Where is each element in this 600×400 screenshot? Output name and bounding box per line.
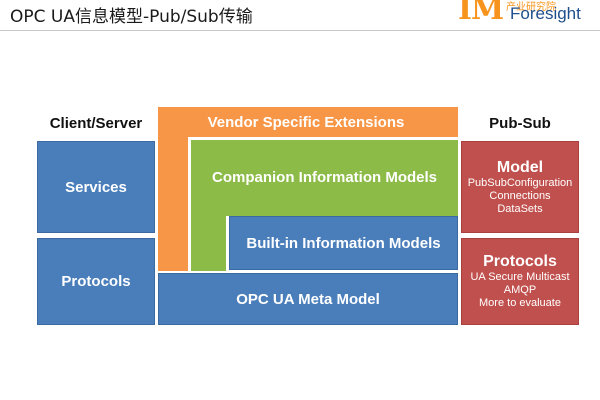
logo-chinese-text: 产业研究院	[506, 2, 556, 13]
vendor-extensions-leg	[158, 137, 188, 271]
vendor-extensions-label: Vendor Specific Extensions	[207, 113, 405, 131]
vendor-extensions-bar	[158, 107, 458, 137]
companion-models-label: Companion Information Models	[212, 168, 437, 186]
pubsub-protocols-box: Protocols UA Secure Multicast AMQP More …	[461, 238, 579, 325]
companion-models-leg	[191, 216, 226, 271]
pubsub-protocols-item: AMQP	[503, 284, 537, 296]
pubsub-model-item: PubSubConfiguration	[467, 176, 573, 189]
pubsub-protocols-item: UA Secure Multicast	[470, 271, 570, 283]
pubsub-protocols-heading: Protocols	[483, 253, 557, 270]
client-server-label: Client/Server	[49, 115, 143, 132]
builtin-models-box: Built-in Information Models	[229, 216, 458, 270]
logo-mark: IM	[458, 0, 504, 27]
meta-model-box: OPC UA Meta Model	[158, 273, 458, 325]
title-divider	[0, 30, 600, 31]
slide-title: OPC UA信息模型-Pub/Sub传输	[10, 7, 253, 27]
pub-sub-label: Pub-Sub	[489, 115, 551, 132]
pubsub-model-item: DataSets	[497, 202, 543, 215]
cs-protocols-label: Protocols	[61, 273, 131, 290]
companion-models-bar	[191, 140, 458, 216]
pubsub-protocols-item: More to evaluate	[479, 297, 561, 309]
pubsub-model-heading: Model	[496, 158, 544, 176]
builtin-models-label: Built-in Information Models	[246, 234, 441, 252]
logo-wordmark: Foresight	[510, 4, 581, 23]
cs-protocols-box: Protocols	[37, 238, 155, 325]
pubsub-protocols-content: Protocols UA Secure Multicast AMQP More …	[470, 253, 569, 310]
pubsub-model-box: Model PubSubConfiguration Connections Da…	[461, 141, 579, 233]
pubsub-model-item: Connections	[489, 189, 551, 202]
services-box: Services	[37, 141, 155, 233]
company-logo: IM 产业研究院 Foresight	[436, 0, 596, 27]
meta-model-label: OPC UA Meta Model	[236, 290, 380, 308]
pubsub-model-content: Model PubSubConfiguration Connections Da…	[468, 159, 573, 216]
services-label: Services	[65, 178, 127, 196]
